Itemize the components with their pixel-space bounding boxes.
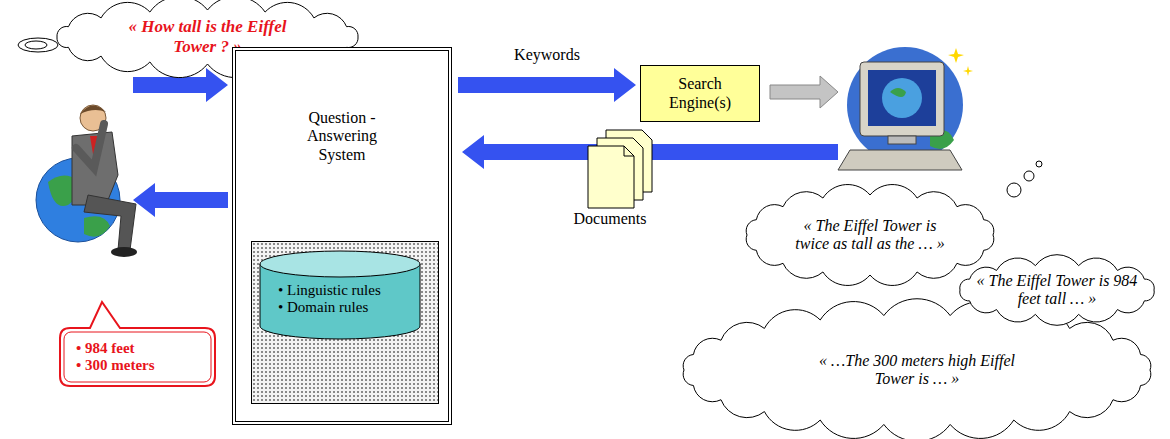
question-tail-swirl-part [18, 38, 58, 52]
search-engine-box: Search Engine(s) [640, 65, 760, 122]
snippet-cloud: « The Eiffel Tower is 984 feet tall … » [948, 255, 1166, 325]
keyword-arrow [458, 68, 636, 102]
system-box: Question - Answering System • Linguistic … [232, 47, 452, 425]
document-stack [588, 130, 652, 208]
thought-bubbles-part [1007, 183, 1021, 197]
cloud-outline [683, 299, 1151, 439]
edge-label: Keywords [514, 46, 580, 64]
document-stack-part [624, 146, 634, 156]
answer-bubble: • 984 feet• 300 meters [60, 328, 215, 386]
query-arrow-part [770, 76, 838, 108]
computer-icon-part [860, 62, 944, 136]
question-tail-swirl-part [25, 41, 47, 49]
database-top [260, 251, 420, 277]
node-outline [252, 242, 440, 405]
user-arrows-part [133, 183, 228, 217]
thought-bubbles [1007, 161, 1042, 197]
node-text: Search Engine(s) [650, 75, 750, 112]
computer-icon-part [847, 47, 963, 163]
person-icon-part [84, 195, 136, 250]
computer-icon-part [838, 150, 962, 170]
question-tail-swirl [18, 38, 58, 52]
node-text: Question - Answering System [292, 109, 392, 164]
node-text: « The Eiffel Tower is twice as tall as t… [790, 217, 950, 254]
person-icon-part [76, 124, 104, 168]
bubble-inner-outline [64, 332, 211, 382]
person-icon-part [84, 216, 110, 236]
node-text: • Domain rules [278, 299, 368, 316]
node-text: • Linguistic rules [278, 282, 381, 299]
text-area: « …The 300 meters high Eiffel Tower is …… [770, 338, 1064, 403]
node-text: « …The 300 meters high Eiffel Tower is …… [812, 352, 1022, 389]
computer-icon-part [868, 70, 936, 126]
text-area: « The Eiffel Tower is 984 feet tall … » [976, 269, 1137, 311]
cloud-outline [746, 185, 994, 286]
bubble-outline [60, 302, 215, 386]
person-icon [36, 105, 137, 257]
computer-icon-part [888, 136, 916, 144]
snippet-cloud: « The Eiffel Tower is twice as tall as t… [735, 185, 1005, 285]
text-area: • 984 feet• 300 meters [76, 334, 209, 380]
text-area: Question - Answering System [236, 109, 448, 164]
thought-bubbles-part [1024, 171, 1034, 181]
computer-icon-part [882, 78, 922, 118]
document-stack-part [588, 146, 634, 208]
snippet-cloud: « …The 300 meters high Eiffel Tower is …… [672, 305, 1162, 435]
person-icon-part [80, 105, 106, 114]
person-icon-part [111, 247, 137, 257]
computer-icon [838, 47, 973, 170]
query-arrow [770, 76, 838, 108]
node-text: « The Eiffel Tower is 984 feet tall … » [976, 272, 1137, 309]
text-area: « The Eiffel Tower is twice as tall as t… [781, 205, 959, 265]
answer-text: • 984 feet [76, 340, 135, 357]
documents-label: Documents [555, 210, 665, 228]
thought-bubbles-part [1036, 161, 1042, 167]
computer-icon-part [890, 88, 906, 97]
user-arrows [133, 68, 228, 217]
computer-icon-part [948, 48, 964, 63]
rules-database: • Linguistic rules• Domain rules [251, 241, 439, 404]
text-area: Search Engine(s) [645, 70, 755, 117]
computer-icon-part [963, 66, 973, 76]
text-area: • Linguistic rules• Domain rules [278, 282, 428, 317]
answer-text: • 300 meters [76, 357, 155, 374]
